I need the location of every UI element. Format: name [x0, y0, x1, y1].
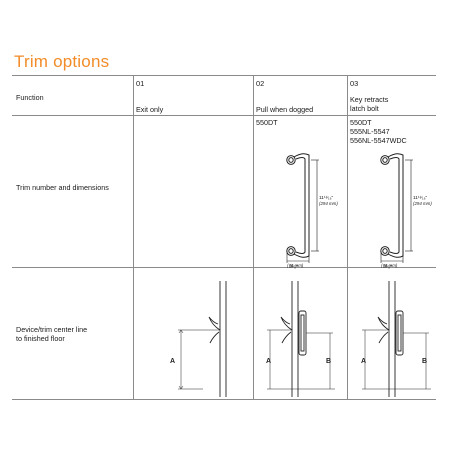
- height-dimension: 11¹¹⁄₁₆": [413, 195, 428, 201]
- trim-number: 550DT: [256, 118, 278, 127]
- column-number-03: 03: [350, 79, 359, 88]
- row-label-trim: Trim number and dimensions: [16, 183, 109, 192]
- dimension-label-a: A: [266, 358, 271, 365]
- table-column-divider: [253, 75, 254, 400]
- trim-options-table: Function Trim number and dimensions Devi…: [12, 75, 436, 400]
- width-dimension-mm: (76 mm): [381, 263, 398, 268]
- table-row-divider: [12, 267, 436, 268]
- function-exit-only: Exit only: [136, 105, 164, 114]
- dimension-label-b: B: [422, 358, 427, 365]
- trim-number: 555NL-5547: [350, 127, 390, 136]
- function-pull-when-dogged: Pull when dogged: [256, 105, 314, 114]
- table-top-border: [12, 75, 436, 76]
- table-column-divider: [133, 75, 134, 400]
- width-dimension-mm: (76 mm): [287, 263, 304, 268]
- function-latch-bolt: latch bolt: [350, 104, 379, 113]
- width-dimension: 3³⁄₈": [289, 264, 298, 270]
- table-bottom-border: [12, 399, 436, 400]
- page-title: Trim options: [14, 52, 110, 71]
- trim-number: 556NL-5547WDC: [350, 136, 407, 145]
- trim-number: 550DT: [350, 118, 372, 127]
- width-dimension: 3³⁄₈": [383, 264, 392, 270]
- row-label-centerline-2: to finished floor: [16, 334, 65, 343]
- height-dimension-mm: (294 mm): [413, 201, 432, 206]
- dimension-label-a: A: [361, 358, 366, 365]
- table-row-divider: [12, 115, 436, 116]
- dimension-label-a: A: [170, 358, 175, 365]
- column-number-01: 01: [136, 79, 145, 88]
- pull-handle-drawing-02: 11¹¹⁄₁₆" (294 mm) 3³⁄₈": [286, 153, 338, 270]
- centerline-drawing-01: A: [170, 281, 227, 397]
- table-column-divider: [347, 75, 348, 400]
- pull-handle-drawing-03: 11¹¹⁄₁₆" (294 mm) 3³⁄₈": [380, 153, 432, 270]
- row-label-function: Function: [16, 93, 44, 102]
- height-dimension: 11¹¹⁄₁₆": [319, 195, 334, 201]
- centerline-drawing-03: A B: [361, 281, 431, 397]
- function-key-retracts: Key retracts: [350, 95, 389, 104]
- height-dimension-mm: (294 mm): [319, 201, 338, 206]
- row-label-centerline: Device/trim center line: [16, 325, 88, 334]
- column-number-02: 02: [256, 79, 265, 88]
- dimension-label-b: B: [326, 358, 331, 365]
- centerline-drawing-02: A B: [266, 281, 335, 397]
